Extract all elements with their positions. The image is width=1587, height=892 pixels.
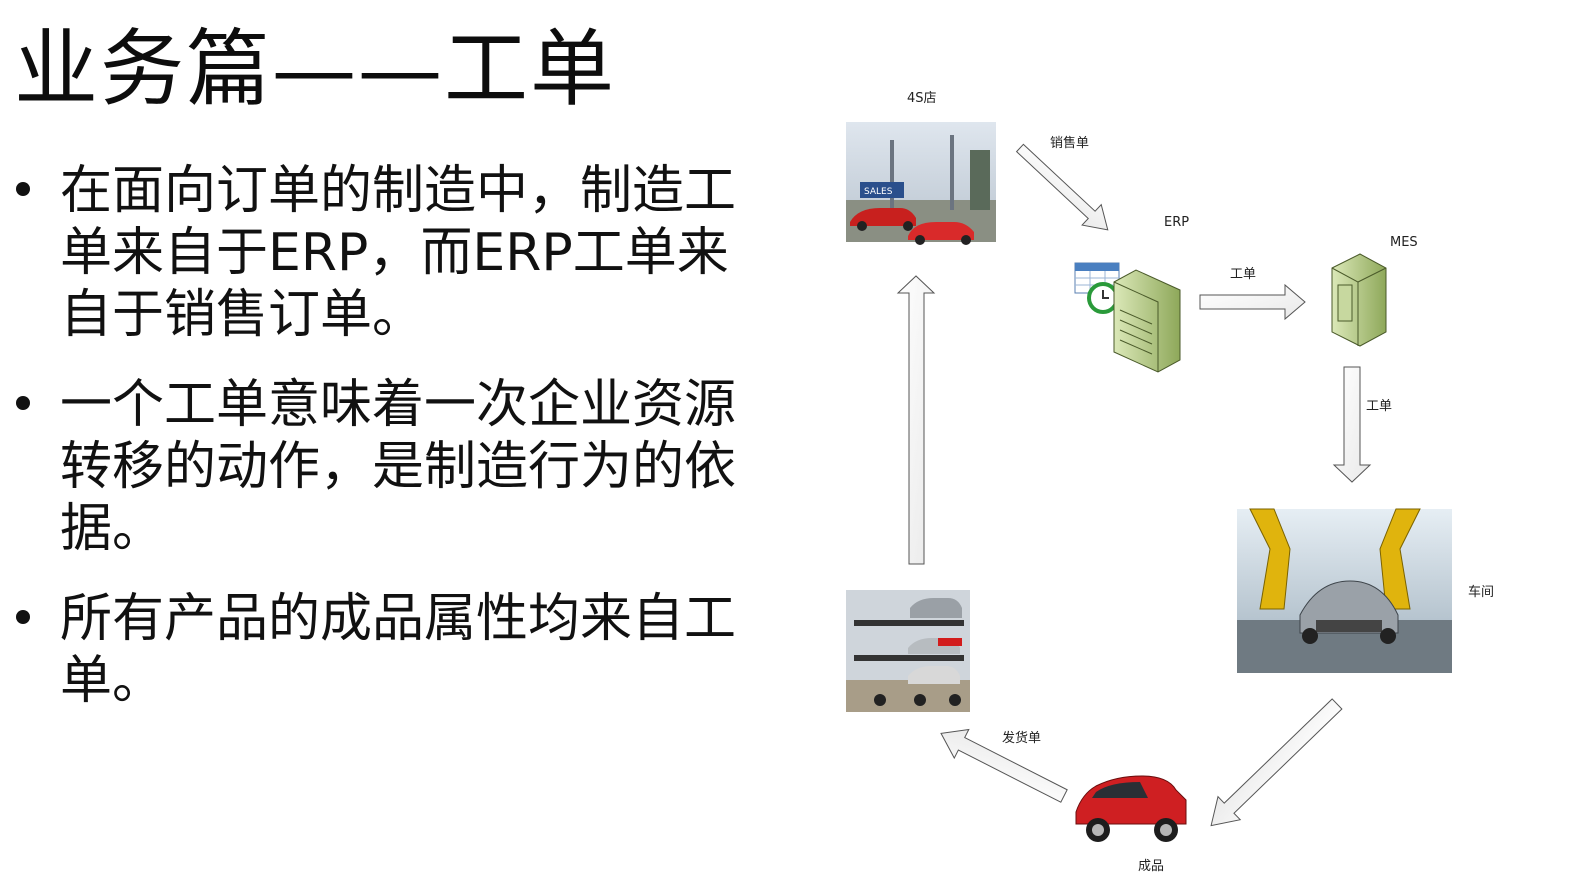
mes-cabinet-icon	[1331, 253, 1387, 347]
label-product: 成品	[1138, 859, 1164, 874]
label-mes: MES	[1390, 235, 1418, 250]
car-carrier-photo	[846, 590, 970, 712]
arrow-work-order-1	[1199, 283, 1306, 321]
arrow-sales-order	[1015, 143, 1109, 231]
label-dealer: 4S店	[907, 91, 937, 106]
label-delivery-order: 发货单	[1002, 730, 1041, 746]
dealer-photo: SALES	[846, 122, 996, 245]
arrow-work-order-2	[1332, 366, 1372, 483]
bullet-item: 在面向订单的制造中，制造工单来自于ERP，而ERP工单来自于销售订单。	[14, 160, 774, 346]
arrow-to-dealer	[896, 275, 936, 565]
label-sales-order: 销售单	[1050, 135, 1089, 151]
label-work-order-1: 工单	[1230, 267, 1256, 282]
page-title: 业务篇——工单	[14, 20, 617, 118]
bullet-text: 一个工单意味着一次企业资源转移的动作，是制造行为的依据。	[60, 375, 737, 559]
bullet-text: 在面向订单的制造中，制造工单来自于ERP，而ERP工单来自于销售订单。	[60, 161, 737, 345]
bullet-list: 在面向订单的制造中，制造工单来自于ERP，而ERP工单来自于销售订单。 一个工单…	[14, 160, 774, 740]
workshop-photo	[1237, 508, 1452, 673]
erp-server-icon	[1074, 262, 1181, 373]
bullet-item: 所有产品的成品属性均来自工单。	[14, 588, 774, 712]
label-work-order-2: 工单	[1366, 399, 1392, 414]
product-car-photo	[1075, 775, 1187, 842]
label-erp: ERP	[1164, 215, 1189, 230]
arrow-delivery-order	[940, 728, 1068, 803]
bullet-item: 一个工单意味着一次企业资源转移的动作，是制造行为的依据。	[14, 374, 774, 560]
bullet-dot-icon	[16, 610, 30, 624]
sales-sign-text: SALES	[864, 187, 893, 197]
workflow-diagram: SALES 4S店 销售单 ERP 工单 MES	[846, 91, 1494, 874]
bullet-dot-icon	[16, 396, 30, 410]
bullet-dot-icon	[16, 182, 30, 196]
bullet-text: 所有产品的成品属性均来自工单。	[60, 589, 737, 711]
arrow-to-product	[1210, 698, 1343, 827]
label-workshop: 车间	[1468, 584, 1494, 600]
